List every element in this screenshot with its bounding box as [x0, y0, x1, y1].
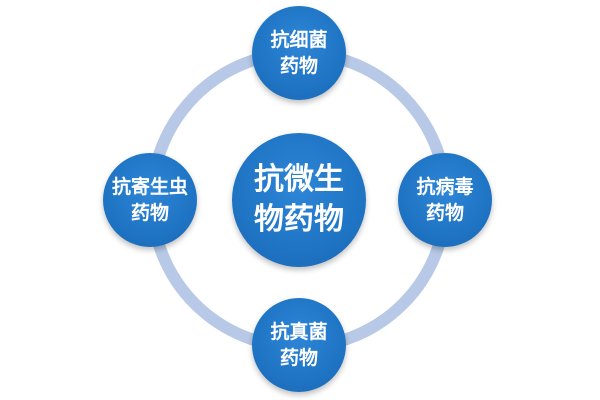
node-top-label-line2: 药物: [279, 55, 318, 77]
center-node-antimicrobial-drugs: 抗微生 物药物: [232, 133, 366, 267]
node-antiparasitic-drugs: 抗寄生虫 药物: [103, 153, 197, 247]
center-node-label-line1: 抗微生: [254, 162, 344, 197]
node-left-label-line1: 抗寄生虫: [111, 176, 188, 198]
node-antiviral-drugs: 抗病毒 药物: [398, 153, 492, 247]
node-left-label-line2: 药物: [130, 202, 169, 224]
node-right-label-line1: 抗病毒: [416, 176, 474, 198]
node-top-label-line1: 抗细菌: [270, 29, 328, 51]
node-antifungal-drugs: 抗真菌 药物: [252, 298, 346, 392]
node-bottom-label-line2: 药物: [279, 347, 318, 369]
node-right-label-line2: 药物: [425, 202, 464, 224]
node-antibacterial-drugs: 抗细菌 药物: [252, 6, 346, 100]
center-node-label-line2: 物药物: [254, 202, 344, 237]
node-bottom-label-line1: 抗真菌: [270, 321, 328, 343]
